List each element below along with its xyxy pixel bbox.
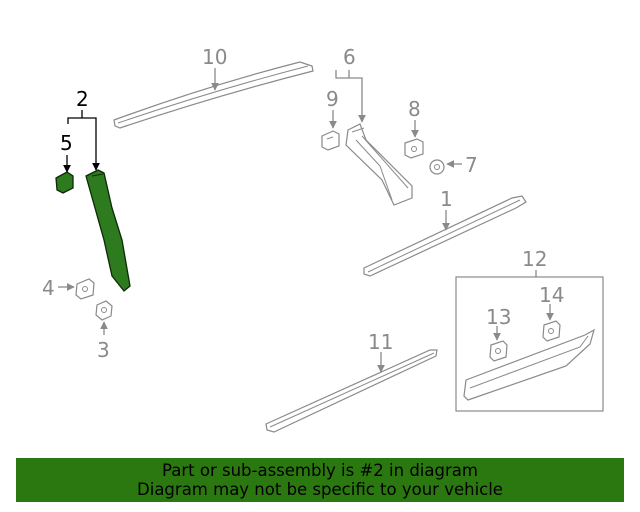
part-2-pillar-garnish: 2 xyxy=(67,87,131,292)
part-1-belt-molding: 1 xyxy=(363,187,527,277)
callout-12: 12 xyxy=(522,247,547,271)
part-11-rocker-molding: 11 xyxy=(265,330,438,433)
callout-3: 3 xyxy=(97,338,110,362)
callout-10: 10 xyxy=(202,45,227,69)
part-5-clip: 5 xyxy=(55,131,74,194)
part-6-quarter-trim: 6 xyxy=(335,45,413,206)
callout-4: 4 xyxy=(42,276,55,300)
part-4-clip: 4 xyxy=(42,276,95,300)
callout-14: 14 xyxy=(539,283,564,307)
part-9-clip: 9 xyxy=(321,87,340,151)
part-8-clip: 8 xyxy=(404,97,424,159)
banner-line-1: Part or sub-assembly is #2 in diagram xyxy=(162,461,478,480)
callout-13: 13 xyxy=(486,305,511,329)
part-3-nut: 3 xyxy=(95,300,113,362)
callout-11: 11 xyxy=(368,330,393,354)
part-12-garnish-box: 12 13 14 xyxy=(455,247,604,412)
part-7-nut: 7 xyxy=(429,153,478,177)
callout-7: 7 xyxy=(465,153,478,177)
callout-6: 6 xyxy=(343,45,356,69)
banner-line-2: Diagram may not be specific to your vehi… xyxy=(137,480,503,499)
callout-5: 5 xyxy=(60,131,73,155)
callout-8: 8 xyxy=(408,97,421,121)
part-10-roof-molding: 10 xyxy=(113,45,314,129)
callout-1: 1 xyxy=(440,187,453,211)
parts-diagram: 10 6 9 8 7 1 11 xyxy=(42,45,604,433)
info-banner: Part or sub-assembly is #2 in diagram Di… xyxy=(16,458,624,502)
callout-9: 9 xyxy=(326,87,339,111)
callout-2: 2 xyxy=(76,87,89,111)
